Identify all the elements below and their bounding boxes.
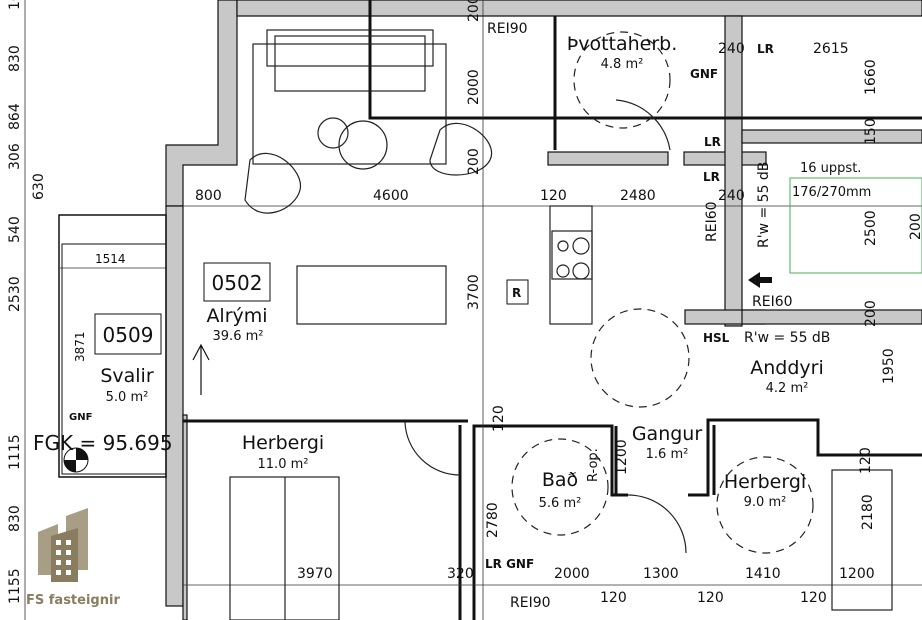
stair-steps: 16 uppst. — [800, 161, 861, 176]
dim-label: 3970 — [297, 566, 333, 582]
dim-label: 830 — [7, 45, 23, 72]
room-name-anddyri: Anddyri — [750, 357, 824, 379]
dim-label: 2000 — [554, 566, 590, 582]
dim-label: 120 — [491, 405, 507, 432]
dim-label: 630 — [31, 173, 47, 200]
lr-laundry: LR — [704, 135, 721, 149]
room-name-herbergi-1: Herbergi — [242, 432, 324, 454]
dim-label: 1200 — [839, 566, 875, 582]
dim-label: 150 — [863, 118, 879, 145]
dim-label: 320 — [447, 566, 474, 582]
room-name-bad: Bað — [542, 469, 578, 491]
dim-label: 2780 — [485, 502, 501, 538]
dim-label: 1300 — [643, 566, 679, 582]
room-id-0509: 0509 — [103, 323, 154, 347]
dim-label: 240 — [718, 41, 745, 57]
annotations: REI90 REI90 REI60 REI60 R'w = 55 dB R'w … — [69, 21, 830, 611]
rei60-horizontal: REI60 — [752, 294, 793, 310]
survey-marker-icon — [63, 447, 89, 473]
dim-label: 3871 — [73, 331, 87, 362]
room-area-herbergi-1: 11.0 m² — [258, 457, 309, 472]
dim-label: 200 — [908, 213, 922, 240]
room-name-herbergi-2: Herbergi — [724, 471, 806, 493]
room-id-box-0509 — [94, 313, 162, 355]
dim-label: 120 — [540, 188, 567, 204]
dim-label: 2180 — [860, 494, 876, 530]
lr-top: LR — [757, 42, 774, 56]
gnf-laundry: GNF — [690, 67, 718, 81]
room-area-herbergi-2: 9.0 m² — [744, 495, 787, 510]
dim-label: 1155 — [7, 568, 23, 604]
dim-label: 240 — [718, 188, 745, 204]
dim-label: 120 — [800, 590, 827, 606]
room-area-thvottaherb: 4.8 m² — [601, 57, 644, 72]
dim-label: 306 — [7, 143, 23, 170]
walls — [165, 0, 922, 620]
dim-label: 1514 — [95, 252, 126, 266]
dim-label: 1410 — [745, 566, 781, 582]
dim-label: 2480 — [620, 188, 656, 204]
dimensions: 800 4600 1514 3871 3970 320 120 2480 240… — [73, 0, 922, 606]
thin-walls — [183, 0, 922, 620]
logo-text: FS fasteignir — [26, 593, 120, 608]
fs-fasteignir-logo-icon — [38, 508, 88, 582]
room-name-svalir: Svalir — [100, 365, 154, 387]
dim-label: 540 — [7, 216, 23, 243]
dim-label: 200 — [863, 300, 879, 327]
dim-label: 120 — [697, 590, 724, 606]
dim-label: 864 — [7, 103, 23, 130]
dim-label: 1200 — [614, 439, 630, 475]
fgk-elevation: FGK = 95.695 — [33, 431, 173, 455]
lr-gnf-bath: LR GNF — [485, 557, 534, 571]
room-id-0502: 0502 — [212, 271, 263, 295]
rei60-vertical: REI60 — [704, 201, 720, 242]
dim-label: 830 — [7, 505, 23, 532]
room-name-thvottaherb: Þvottaherb. — [567, 33, 678, 55]
dim-label: 4600 — [373, 188, 409, 204]
balcony-inner — [61, 243, 167, 475]
sound-rating-horizontal: R'w = 55 dB — [744, 330, 830, 346]
stair-guide-box — [789, 177, 922, 274]
lr-kitchen: LR — [703, 170, 720, 184]
sound-rating-vertical: R'w = 55 dB — [756, 162, 772, 248]
dim-label: 3700 — [466, 274, 482, 310]
dim-label: 120 — [858, 447, 874, 474]
room-labels: 0502 Alrými 39.6 m² 0509 Svalir 5.0 m² H… — [100, 33, 823, 511]
room-area-anddyri: 4.2 m² — [766, 381, 809, 396]
dim-label: 200 — [466, 148, 482, 175]
room-area-gangur: 1.6 m² — [646, 447, 689, 462]
dim-label: 1950 — [881, 348, 897, 384]
room-id-box-0502 — [203, 262, 271, 302]
gnf-balcony: GNF — [69, 412, 92, 423]
dim-label: 800 — [195, 188, 222, 204]
room-area-bad: 5.6 m² — [539, 496, 582, 511]
dim-label: 2615 — [813, 41, 849, 57]
stair-ratio: 176/270mm — [792, 185, 871, 200]
left-dimensions: 10 830 864 306 630 540 2530 1115 830 115… — [7, 0, 47, 604]
dim-label: 2500 — [863, 210, 879, 246]
rei90-top: REI90 — [487, 21, 528, 37]
dim-label: 2000 — [466, 69, 482, 105]
r-op-label: R-op. — [586, 448, 601, 482]
hsl: HSL — [703, 331, 730, 345]
room-area-svalir: 5.0 m² — [106, 390, 149, 405]
r-label: R — [512, 286, 521, 300]
dim-label: 10 — [7, 0, 23, 10]
furniture — [229, 29, 893, 620]
dim-label: 200 — [466, 0, 482, 22]
room-name-alrymi: Alrými — [206, 305, 267, 327]
north-arrow-icon — [192, 343, 210, 395]
r-box — [506, 279, 529, 305]
dim-label: 1660 — [863, 59, 879, 95]
stair-direction-arrow-icon — [748, 272, 772, 288]
dim-label: 1115 — [7, 434, 23, 470]
dim-label: 2530 — [7, 276, 23, 312]
dim-label: 120 — [600, 590, 627, 606]
room-name-gangur: Gangur — [632, 423, 703, 445]
room-area-alrymi: 39.6 m² — [213, 329, 264, 344]
rei90-bottom: REI90 — [510, 595, 551, 611]
